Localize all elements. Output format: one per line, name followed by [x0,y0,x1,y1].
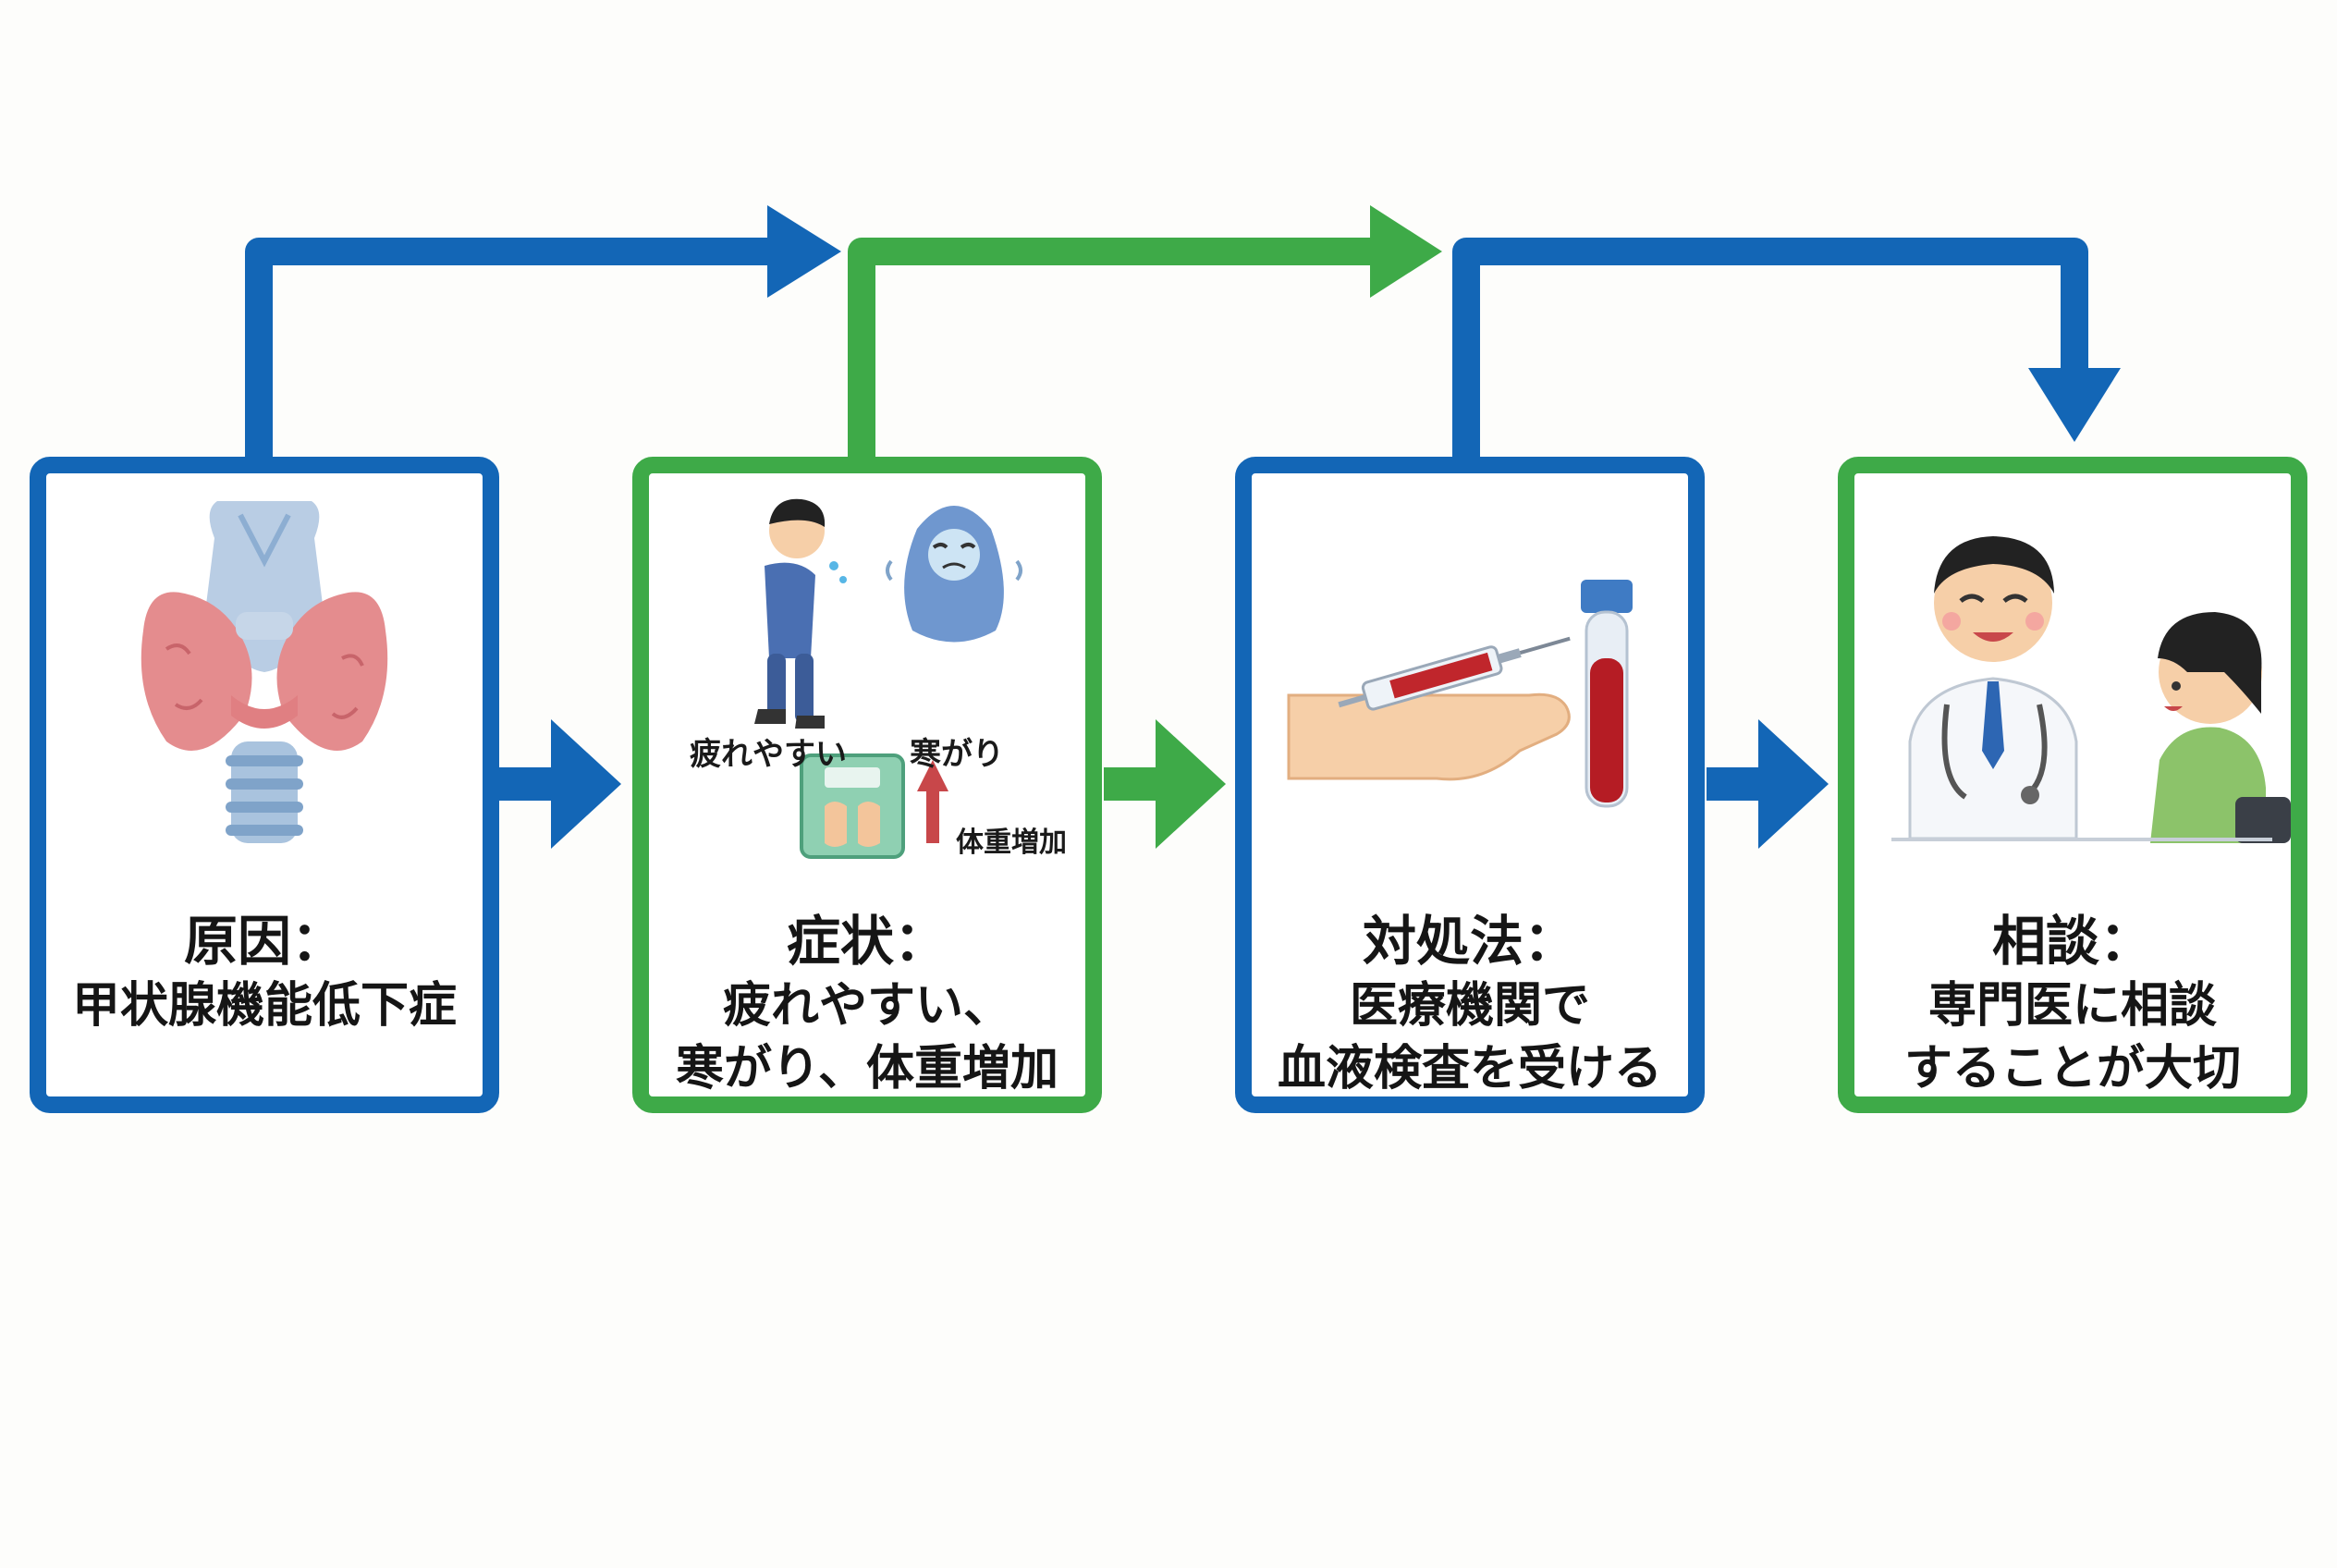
step-treatment-box: 対処法： 医療機関で 血液検査を受ける [1235,457,1705,1113]
top-arrow-3 [1452,238,2088,457]
side-arrow-2 [1104,767,1161,801]
step-consult-title: 相談： [1991,910,2153,973]
step-symptoms-caption: 症状： 疲れやすい、 寒がり、体重増加 [649,908,1085,1100]
step-symptoms-title: 症状： [786,910,948,973]
step-treatment-title: 対処法： [1362,910,1577,973]
step-cause-box: 原因： 甲状腺機能低下症 [30,457,499,1113]
side-arrow-1 [499,767,557,801]
step-cause-caption: 原因： 甲状腺機能低下症 [46,908,483,1037]
step-cause-title: 原因： [183,910,345,973]
thyroid-gland-icon [141,501,388,843]
top-arrow-3-head [2028,368,2121,442]
fatigue-label: 疲れやすい [690,736,847,773]
doctor-consultation-icon [1891,536,2291,843]
tired-person-icon [754,498,847,729]
step-treatment-caption: 対処法： 医療機関で 血液検査を受ける [1252,908,1688,1100]
step-cause-body: 甲状腺機能低下症 [71,978,457,1034]
symptoms-icons [754,498,1022,859]
cold-label: 寒がり [910,736,1004,773]
weight-up-arrow-icon [917,760,948,843]
step-treatment-body: 医療機関で 血液検査を受ける [1277,978,1662,1096]
top-arrow-1 [245,238,777,457]
weight-gain-label: 体重増加 [956,827,1067,859]
blood-test-icon [1287,580,1633,808]
cold-person-icon [886,506,1022,643]
side-arrow-3 [1707,767,1764,801]
side-arrow-2-head [1156,719,1226,849]
doctor-icon [1908,536,2078,840]
top-arrow-2 [848,238,1379,457]
side-arrow-1-head [551,719,621,849]
side-arrow-3-head [1758,719,1829,849]
patient-icon [2150,612,2291,843]
step-symptoms-body: 疲れやすい、 寒がり、体重増加 [676,978,1058,1096]
weight-scale-icon [800,753,905,859]
step-consult-box: 相談： 専門医に相談 することが大切 [1838,457,2307,1113]
step-consult-caption: 相談： 専門医に相談 することが大切 [1854,908,2291,1100]
step-symptoms-box: 疲れやすい 寒がり 体重増加 症状： 疲れやすい、 寒がり、体重増加 [632,457,1102,1113]
top-arrow-1-head [767,205,841,298]
top-arrow-2-head [1370,205,1442,298]
step-consult-body: 専門医に相談 することが大切 [1903,978,2241,1096]
